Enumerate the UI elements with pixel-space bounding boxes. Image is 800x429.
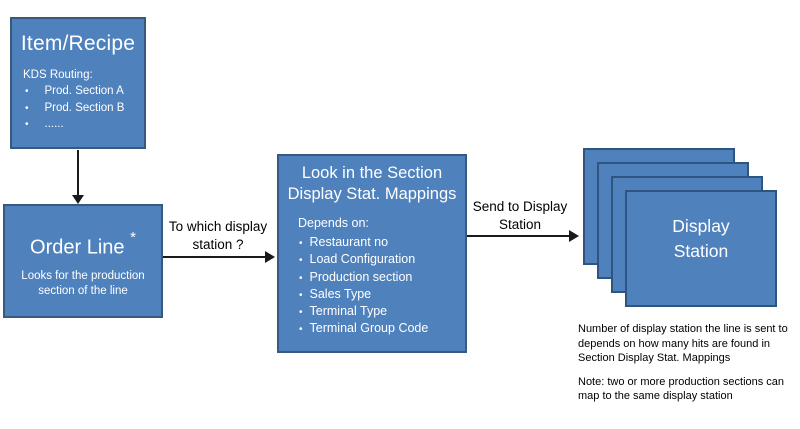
section-mappings-title: Look in the Section Display Stat. Mappin… <box>287 164 457 203</box>
bullet-label: ...... <box>44 118 64 130</box>
note-hits: Number of display station the line is se… <box>578 323 788 364</box>
bullet-icon: • <box>25 102 29 114</box>
note-mapping: Note: two or more production sections ca… <box>578 375 785 403</box>
arrow-label-to-which-station: To which display station ? <box>168 219 268 252</box>
bullet-label: Terminal Type <box>309 304 388 319</box>
item-recipe-subtitle: KDS Routing: <box>23 69 93 81</box>
notes-block: Number of display station the line is se… <box>578 322 798 413</box>
bullet-icon: • <box>299 324 303 336</box>
bullet-item: • Prod. Section A <box>12 85 144 102</box>
bullet-item: •...... <box>12 118 144 135</box>
arrow-order-to-mappings <box>163 256 267 258</box>
arrowhead-down-icon <box>72 195 84 204</box>
order-line-description: Looks for the production section of the … <box>21 269 145 297</box>
bullet-icon: • <box>25 86 29 97</box>
display-station-label: Display Station <box>672 215 730 261</box>
asterisk-footnote-marker: * <box>130 229 136 246</box>
bullet-icon: • <box>299 255 303 267</box>
bullet-item: • Restaurant no <box>279 235 465 252</box>
bullet-item: • Prod. Section B <box>12 102 144 119</box>
bullet-label: Prod. Section A <box>44 85 124 97</box>
arrow-mappings-to-display <box>467 235 571 237</box>
bullet-item: • Load Configuration <box>279 252 465 269</box>
display-station-box-front: Display Station <box>625 190 777 307</box>
item-recipe-title: Item/Recipe <box>20 32 136 55</box>
bullet-item: • Production section <box>279 270 465 287</box>
bullet-icon: • <box>299 238 303 249</box>
section-mappings-box: Look in the Section Display Stat. Mappin… <box>277 154 467 353</box>
bullet-label: Restaurant no <box>309 235 389 249</box>
bullet-label: Production section <box>309 269 413 284</box>
bullet-label: Prod. Section B <box>44 101 125 114</box>
bullet-item: • Sales Type <box>279 287 465 304</box>
bullet-item: • Terminal Type <box>279 304 465 321</box>
arrowhead-right-icon <box>569 230 579 242</box>
bullet-icon: • <box>25 119 29 130</box>
bullet-label: Sales Type <box>309 286 372 301</box>
arrow-label-send-to-station: Send to Display Station <box>472 199 568 232</box>
order-line-title-text: Order Line <box>30 236 125 259</box>
section-mappings-subtitle: Depends on: <box>298 216 369 230</box>
arrowhead-right-icon <box>265 251 275 263</box>
arrow-item-to-order <box>77 150 79 196</box>
bullet-label: Load Configuration <box>309 252 416 267</box>
item-recipe-box: Item/Recipe KDS Routing: • Prod. Section … <box>10 17 146 149</box>
bullet-label: Terminal Group Code <box>309 321 429 336</box>
item-recipe-bullet-list: • Prod. Section A • Prod. Section B •...... <box>12 85 144 135</box>
order-line-box: Order Line * Looks for the production se… <box>3 204 163 318</box>
order-line-title: Order Line * <box>5 229 161 260</box>
section-mappings-bullet-list: • Restaurant no • Load Configuration • Produc… <box>279 235 465 339</box>
bullet-icon: • <box>299 289 303 301</box>
bullet-icon: • <box>299 307 303 319</box>
bullet-item: • Terminal Group Code <box>279 321 465 338</box>
bullet-icon: • <box>299 272 303 284</box>
